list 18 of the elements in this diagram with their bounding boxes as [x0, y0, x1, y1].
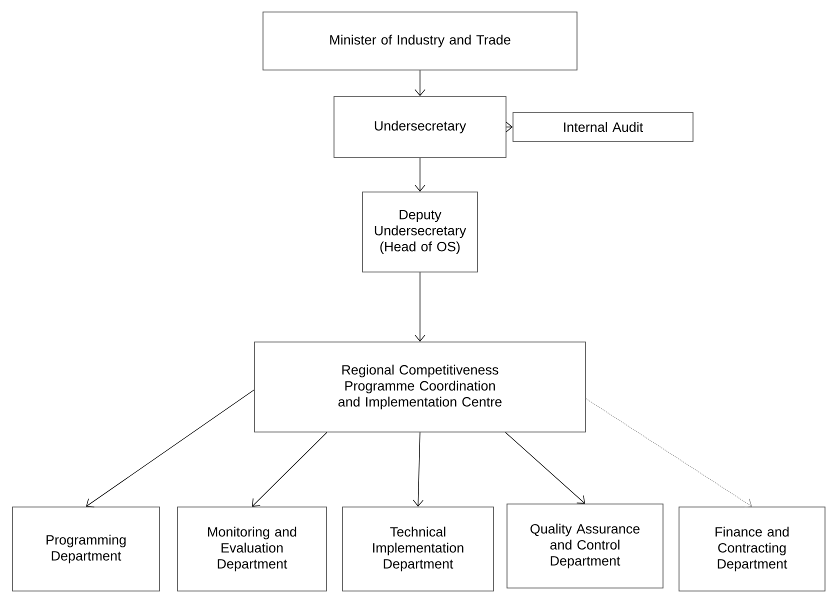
org-box: Deputy Undersecretary (Head of OS): [362, 192, 478, 272]
org-box: Minister of Industry and Trade: [262, 12, 578, 70]
org-box: Programming Department: [12, 506, 160, 592]
arrow: [86, 390, 254, 508]
arrow: [414, 70, 426, 96]
org-box: Regional Competitiveness Programme Coordination and Implementation Centre: [254, 342, 586, 432]
org-box: Quality Assurance and Control Department: [506, 504, 664, 588]
org-box: Technical Implementation Department: [342, 506, 494, 592]
arrow: [414, 272, 426, 342]
arrow: [414, 158, 426, 192]
org-box: Internal Audit: [512, 112, 694, 142]
org-box: Monitoring and Evaluation Department: [177, 506, 327, 592]
arrow: [586, 398, 752, 508]
org-box: Undersecretary: [334, 96, 506, 158]
arrow: [505, 432, 586, 504]
org-box: Finance and Contracting Department: [678, 506, 826, 592]
arrow: [412, 432, 424, 507]
arrow: [252, 432, 328, 507]
